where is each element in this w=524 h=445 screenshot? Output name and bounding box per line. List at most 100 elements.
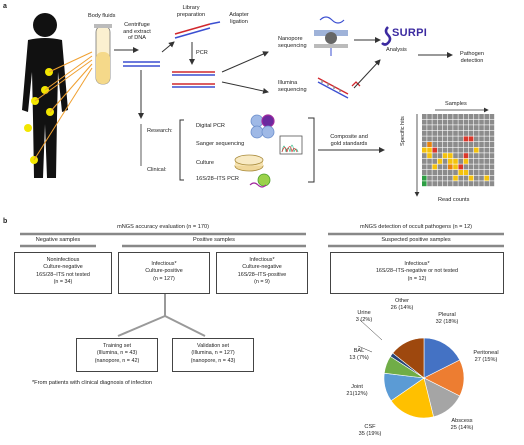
heatmap-cell	[474, 119, 479, 125]
heatmap-cell	[484, 164, 489, 170]
heatmap-cell	[432, 130, 437, 136]
digital-pcr-icon	[250, 114, 275, 139]
heatmap-cell	[437, 181, 443, 187]
heatmap-cell	[468, 181, 474, 187]
heatmap-cell	[453, 136, 458, 142]
library-dna-icon	[174, 21, 221, 39]
heatmap-cell	[458, 147, 463, 153]
heatmap-cell	[474, 181, 479, 187]
heatmap-cell	[442, 181, 448, 187]
heatmap-cell	[458, 130, 463, 136]
heatmap-cell	[453, 114, 458, 119]
heatmap-cell	[458, 114, 463, 119]
its-pcr-icon	[249, 173, 271, 188]
heatmap-cell	[437, 142, 443, 147]
heatmap-cell	[468, 147, 474, 153]
heatmap-cell	[479, 136, 484, 142]
validation-bracket	[179, 117, 315, 183]
heatmap-cell	[448, 136, 453, 142]
heatmap-cell	[432, 153, 437, 159]
heatmap-cell	[437, 147, 443, 153]
heatmap-cell	[463, 119, 469, 125]
heatmap-cell	[474, 136, 479, 142]
nanopore-icon	[314, 16, 348, 56]
heatmap-cell	[474, 164, 479, 170]
heatmap-cell	[489, 170, 495, 175]
heatmap-cell	[422, 181, 427, 187]
heatmap-cell	[432, 125, 437, 131]
heatmap-cell	[468, 130, 474, 136]
heatmap-cell	[448, 142, 453, 147]
heatmap-cell	[453, 164, 458, 170]
heatmap-cell	[427, 158, 432, 164]
heatmap-cell	[422, 130, 427, 136]
heatmap-cell	[442, 170, 448, 175]
suspected-positive-box: Infectious*16S/28–ITS-negative or not te…	[330, 252, 504, 294]
heatmap-cell	[479, 119, 484, 125]
heatmap-cell	[474, 175, 479, 181]
heatmap-cell	[474, 147, 479, 153]
heatmap-cell	[458, 125, 463, 131]
heatmap-cell	[437, 175, 443, 181]
heatmap-cell	[453, 130, 458, 136]
heatmap-cell	[437, 153, 443, 159]
split-connectors	[117, 294, 206, 337]
heatmap-cell	[432, 114, 437, 119]
heatmap-cell	[474, 114, 479, 119]
heatmap-cell	[458, 153, 463, 159]
heatmap-cell	[463, 164, 469, 170]
heatmap-cell	[484, 142, 489, 147]
analysis-label: Analysis	[386, 47, 407, 53]
clinical-label: Clinical:	[147, 167, 167, 173]
infectious-culture-positive-box: Infectious*Culture-positive (n = 127)	[118, 252, 210, 294]
heatmap-cell	[453, 142, 458, 147]
heatmap-cell	[453, 181, 458, 187]
heatmap-cell	[437, 170, 443, 175]
heatmap-cell	[437, 164, 443, 170]
heatmap-cell	[484, 170, 489, 175]
heatmap-cell	[479, 158, 484, 164]
arrow-library	[161, 41, 175, 53]
heatmap-cell	[458, 136, 463, 142]
heatmap-cell	[448, 153, 453, 159]
heatmap-cell	[479, 170, 484, 175]
heatmap-cell	[484, 181, 489, 187]
heatmap-cell	[458, 181, 463, 187]
heatmap-cell	[448, 119, 453, 125]
amplified-dna-icon	[172, 71, 215, 88]
heatmap-cell	[427, 147, 432, 153]
heatmap-cell	[437, 114, 443, 119]
heatmap-cell	[432, 119, 437, 125]
heatmap-cell	[453, 119, 458, 125]
negative-header: Negative samples	[35, 237, 81, 243]
heatmap-cell	[427, 142, 432, 147]
heatmap-cell	[489, 119, 495, 125]
heatmap-cell	[448, 130, 453, 136]
heatmap-cell	[453, 125, 458, 131]
heatmap-cell	[468, 170, 474, 175]
heatmap-cell	[442, 164, 448, 170]
heatmap-cell	[489, 175, 495, 181]
infectious-its-positive-box: Infectious*Culture-negative 16S/28–ITS-p…	[216, 252, 308, 294]
heatmap-cell	[468, 153, 474, 159]
arrow-nanopore	[221, 51, 269, 73]
heatmap-cell	[484, 119, 489, 125]
heatmap-cell	[474, 130, 479, 136]
heatmap-cell	[422, 142, 427, 147]
heatmap-cell	[489, 142, 495, 147]
heatmap-cell	[489, 153, 495, 159]
heatmap-cell	[427, 114, 432, 119]
heatmap-cell	[479, 130, 484, 136]
heatmap-cell	[437, 125, 443, 131]
pie-slice-csf	[390, 377, 434, 419]
heatmap-cell	[437, 130, 443, 136]
heatmap-cell	[484, 130, 489, 136]
sanger-chromatogram-icon	[279, 135, 303, 155]
sample-type-pie-chart	[383, 337, 465, 419]
